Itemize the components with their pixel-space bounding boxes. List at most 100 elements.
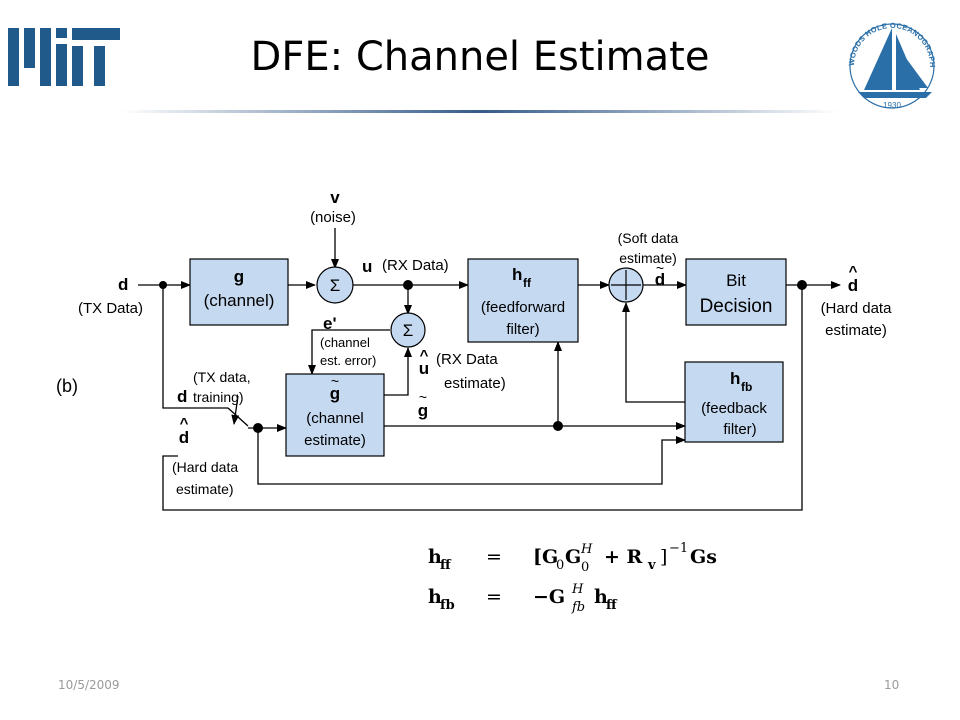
eq1-equals: = <box>486 546 502 568</box>
whoi-year: 1930 <box>883 101 901 110</box>
rx-label: (RX Data) <box>382 257 449 274</box>
eq1-lhs: h <box>428 546 442 568</box>
train-label-1: (TX data, <box>193 369 251 385</box>
error-label-2: est. error) <box>320 353 376 368</box>
eq1-sub1: 0 <box>581 560 589 575</box>
noise-label: (noise) <box>310 209 356 226</box>
mit-logo <box>8 28 120 86</box>
eq1-exp: −1 <box>669 541 688 556</box>
output-symbol: d <box>848 276 858 295</box>
sum1-symbol: Σ <box>330 276 341 295</box>
wire-training <box>162 285 228 409</box>
output-label-1: (Hard data <box>821 300 893 317</box>
rx-est-label-2: estimate) <box>444 375 506 392</box>
eq1-tail: Gs <box>690 546 717 568</box>
output-label-2: estimate) <box>825 322 887 339</box>
train-symbol: d <box>177 387 187 406</box>
eq1-plus: + R <box>604 546 643 568</box>
hff-subscript: ff <box>523 276 532 290</box>
whoi-ring <box>849 23 935 109</box>
decision-line-2: Decision <box>700 296 773 317</box>
eq2-equals: = <box>486 586 502 608</box>
equation-hff: h ff = [G 0 G H 0 + R v ] −1 Gs <box>428 541 717 575</box>
noise-symbol: v <box>330 188 340 207</box>
footer-date: 10/5/2009 <box>58 678 120 692</box>
eq2-sup: H <box>571 582 584 597</box>
eq2-lhs-sub: fb <box>440 598 455 613</box>
junction-switch <box>253 423 263 433</box>
wire-hard-loop <box>162 285 803 511</box>
output-hat: ^ <box>849 263 858 280</box>
est-tilde: ~ <box>331 373 339 389</box>
decision-line-1: Bit <box>726 271 746 290</box>
channel-symbol: g <box>234 267 244 286</box>
wire-error <box>308 329 390 375</box>
hard-label-1: (Hard data <box>172 459 238 475</box>
hfb-subscript: fb <box>741 380 752 394</box>
feedforward-filter-block <box>467 258 579 343</box>
bit-decision-block <box>685 258 787 326</box>
soft-tilde: ~ <box>656 260 664 276</box>
eq1-v: v <box>647 558 656 573</box>
error-label-1: (channel <box>320 335 370 350</box>
gtilde-symbol: g <box>418 401 428 420</box>
rx-est-label-1: (RX Data <box>436 351 498 368</box>
gtilde-tilde: ~ <box>419 389 427 405</box>
ship-icon <box>858 28 932 98</box>
channel-block <box>189 258 289 326</box>
rx-symbol: u <box>362 257 372 276</box>
eq1-sup: H <box>580 542 593 557</box>
eq1-open: [G <box>533 546 558 568</box>
eq2-lhs: h <box>428 586 442 608</box>
wire-hfb-adder <box>622 302 685 403</box>
noise-summer <box>316 266 354 304</box>
soft-symbol: d <box>655 270 665 289</box>
hard-label-2: estimate) <box>176 481 234 497</box>
train-label-2: training) <box>193 389 244 405</box>
hfb-symbol: h <box>730 369 740 388</box>
hard-symbol: d <box>179 428 189 447</box>
equation-hfb: h fb = −G H fb h ff <box>428 582 618 615</box>
eq2-sub: fb <box>571 600 585 615</box>
soft-label-2: estimate) <box>619 250 677 266</box>
title-rule <box>120 110 840 113</box>
est-label-2: estimate) <box>304 432 366 449</box>
hfb-label-2: filter) <box>723 421 756 438</box>
error-symbol: e' <box>323 314 337 333</box>
uhat-symbol: u <box>419 359 429 378</box>
error-summer <box>390 312 426 348</box>
eq2-G: −G <box>533 586 565 608</box>
channel-label: (channel) <box>204 291 275 310</box>
slide-title: DFE: Channel Estimate <box>250 34 710 80</box>
eq1-sub0: 0 <box>556 558 564 573</box>
junction-gtilde <box>553 421 563 431</box>
channel-estimate-block <box>285 373 385 457</box>
wire-uhat <box>384 347 412 396</box>
wire-hard-hfb <box>257 428 686 485</box>
whoi-logo: WOODS HOLE OCEANOGRAPHIC INSTITUTION 193… <box>836 10 937 110</box>
eq1-close: ] <box>660 546 667 568</box>
panel-label: (b) <box>56 376 78 396</box>
eq2-hsub: ff <box>606 598 618 613</box>
eq1-G: G <box>565 546 581 568</box>
eq1-lhs-sub: ff <box>440 558 452 573</box>
junction-input <box>159 281 167 289</box>
hard-hat: ^ <box>180 415 189 432</box>
uhat-hat: ^ <box>420 347 429 364</box>
hfb-label-1: (feedback <box>701 400 767 417</box>
junction-output <box>797 280 807 290</box>
input-symbol: d <box>118 275 128 294</box>
hff-symbol: h <box>512 265 522 284</box>
page-number: 10 <box>884 678 900 692</box>
sum2-symbol: Σ <box>403 321 414 340</box>
hff-label-1: (feedforward <box>481 299 565 316</box>
junction-u <box>403 280 413 290</box>
est-label-1: (channel <box>306 410 364 427</box>
est-symbol: g <box>330 384 340 403</box>
switch-arrow <box>231 395 240 425</box>
feedback-filter-block <box>684 361 784 443</box>
soft-label-1: (Soft data <box>618 230 679 246</box>
